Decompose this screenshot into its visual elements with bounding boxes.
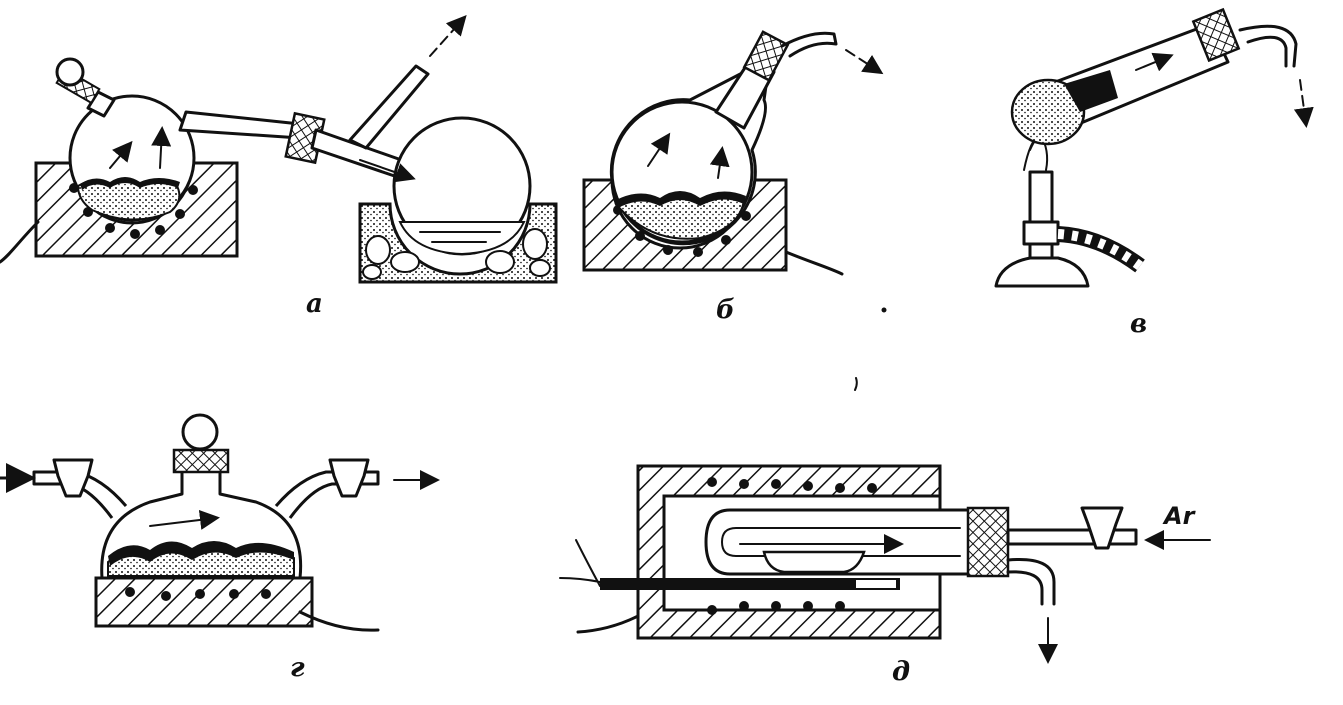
ground-joint <box>1191 7 1241 63</box>
panel-label-a: а <box>306 289 323 319</box>
panel-d: Ar д <box>559 464 1211 687</box>
stopper-neck <box>172 448 230 474</box>
outlet-arrow <box>1293 79 1314 128</box>
ground-joint <box>966 506 1010 578</box>
side-arm-tube <box>178 110 302 140</box>
panel-label-v: в <box>1130 309 1147 339</box>
sample-boat <box>762 550 866 574</box>
panel-label-g: г <box>290 653 305 683</box>
stopper <box>55 57 85 87</box>
panel-v: в <box>994 7 1314 339</box>
thermocouple-wires <box>559 539 601 587</box>
stopper <box>181 413 219 451</box>
heater-coils <box>69 183 198 239</box>
stray-dot <box>881 307 887 313</box>
outlet-arrow <box>845 49 884 75</box>
vent-arrow <box>429 15 467 57</box>
stray-mark <box>854 377 858 391</box>
panel-label-b: б <box>716 295 735 325</box>
flow-arrow <box>359 159 416 183</box>
solid-charge <box>1010 78 1086 146</box>
burner-base <box>994 256 1090 288</box>
vent-tube <box>348 64 430 150</box>
gas-inlet-tube <box>1006 528 1138 546</box>
outlet-tube <box>780 31 838 58</box>
panel-a: а <box>0 15 558 319</box>
condensate <box>398 221 526 256</box>
power-cable <box>0 220 40 264</box>
thermocouple <box>600 578 900 590</box>
stopcock-right <box>328 458 370 498</box>
gas-outlet-tube <box>1006 557 1056 606</box>
heater-block <box>94 576 314 628</box>
ground-joint <box>742 30 790 82</box>
panel-g: г <box>0 413 440 683</box>
gas-label: Ar <box>1162 502 1197 530</box>
stopcock <box>1080 506 1124 550</box>
tube-furnace <box>636 464 942 640</box>
stopcock-left <box>52 458 94 498</box>
outlet-tube <box>1238 24 1298 68</box>
panel-b: б <box>582 30 884 325</box>
power-cable <box>576 614 640 634</box>
panel-label-d: д <box>892 657 910 687</box>
